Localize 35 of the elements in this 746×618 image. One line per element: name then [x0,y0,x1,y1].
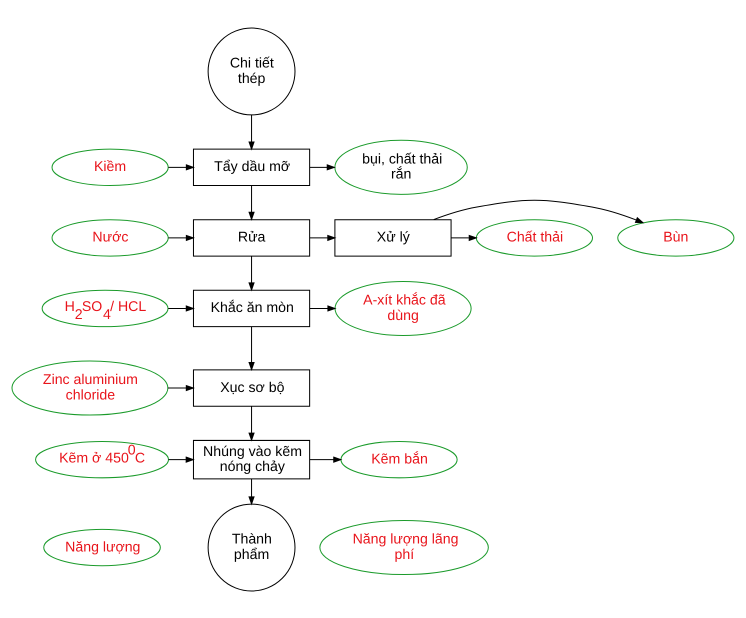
arrow [248,326,255,371]
arrow [310,164,336,170]
arrow [310,304,337,312]
node-ellipse: Bùn [617,218,734,256]
arrow [248,185,255,220]
node-ellipse: A-xít khắc đã dùng [334,280,472,336]
arrow [248,114,255,150]
node-circle: Chi tiết thép [208,27,296,115]
node-box: Xục sơ bộ [192,368,310,406]
node-circle: Thành phẩm [208,503,296,591]
node-ellipse: Chất thải [476,218,593,256]
node-ellipse: Kiềm [52,148,169,186]
arrow [248,406,255,442]
arrow [168,234,195,241]
node-ellipse: bụi, chất thải rắn [334,139,468,194]
arrow [310,456,342,462]
arrow [168,164,195,170]
arrow [434,199,644,223]
node-ellipse: Năng lượng [43,528,161,566]
node-ellipse: Nước [52,218,169,256]
node-ellipse: Năng lượng lãng phí [319,520,489,575]
node-box: Khắc ăn mòn [192,289,310,327]
arrow [310,234,336,241]
arrow [248,478,255,505]
arrow [168,456,195,462]
arrow [168,384,195,391]
arrow [451,234,478,241]
node-box: Nhúng vào kẽm nóng chảy [192,439,310,479]
node-ellipse: Zinc aluminium chloride [11,360,168,416]
node-box: Xử lý [334,218,452,256]
node-ellipse: Kẽm bắn [340,440,458,478]
node-box: Tẩy dầu mỡ [192,148,310,186]
arrow [248,256,255,291]
arrow [168,304,195,312]
node-box: Rửa [192,218,310,256]
